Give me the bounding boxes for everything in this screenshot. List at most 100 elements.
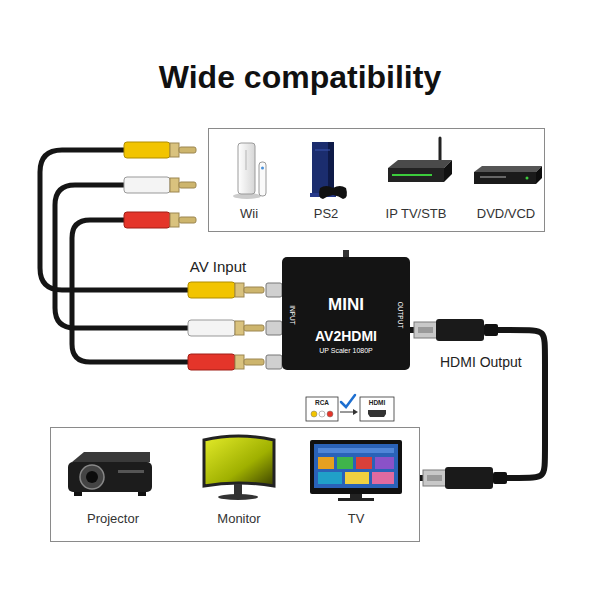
- rca-plug: [244, 359, 264, 365]
- hdmi-plug: [427, 475, 442, 481]
- tv-icon: [375, 457, 394, 469]
- rca-to-hdmi-icon: [311, 411, 317, 417]
- router-icon: [388, 138, 452, 182]
- rca-plug: [188, 282, 264, 298]
- port-caption: AV Input: [190, 259, 246, 275]
- wii-icon: [261, 167, 264, 170]
- hdmi-plug: [493, 472, 507, 484]
- device-label: Wii: [240, 207, 258, 221]
- hdmi-plug: [414, 322, 437, 338]
- rca-plug: [179, 147, 196, 153]
- rca-to-hdmi-icon: [319, 411, 325, 417]
- tv-icon: [337, 457, 353, 469]
- ps2-icon: [319, 186, 347, 199]
- rca-plug: [124, 177, 196, 193]
- rca-cables: [40, 150, 190, 362]
- router-icon: [392, 174, 432, 176]
- rca-plug: [179, 217, 196, 223]
- device-label: TV: [348, 512, 365, 526]
- router-icon: [388, 160, 452, 168]
- rca-plug: [170, 143, 179, 157]
- monitor-icon: [218, 494, 258, 500]
- rca-jack: [266, 321, 282, 335]
- rca-to-hdmi-icon: [353, 409, 358, 415]
- router-icon: [444, 160, 452, 182]
- feature-text: UP Scaler 1080P: [319, 347, 373, 354]
- rca-plug: [179, 182, 196, 188]
- tv-icon: [310, 440, 402, 501]
- tv-icon: [338, 498, 374, 501]
- rca-plug: [124, 212, 170, 228]
- monitor-icon: [234, 484, 242, 495]
- rca-to-hdmi-icon: [327, 411, 333, 417]
- tv-icon: [356, 457, 372, 469]
- icon-label: HDMI: [369, 400, 386, 407]
- projector-icon: [138, 492, 146, 496]
- hdmi-plug: [436, 319, 484, 341]
- projector-icon: [118, 470, 144, 473]
- rca-cables: [72, 220, 190, 362]
- hdmi-plug: [445, 467, 493, 489]
- tv-icon: [310, 440, 402, 494]
- monitor-icon: [204, 436, 274, 500]
- icon-label: RCA: [315, 400, 329, 407]
- monitor-icon: [204, 436, 274, 486]
- rca-plug: [124, 142, 170, 158]
- rca-jack: [266, 283, 282, 297]
- projector-icon: [74, 492, 82, 496]
- router-icon: [388, 168, 444, 182]
- rca-plug: [170, 178, 179, 192]
- rca-plug: [235, 321, 244, 335]
- tv-icon: [350, 494, 362, 498]
- tv-icon: [345, 472, 369, 484]
- tv-icon: [318, 448, 394, 453]
- device-label: Monitor: [217, 512, 260, 526]
- device-label: Projector: [87, 512, 139, 526]
- rca-to-hdmi-icon: [341, 395, 355, 407]
- wii-icon: [238, 143, 255, 194]
- dvd-player-icon: [474, 166, 542, 172]
- tv-icon: [318, 457, 334, 469]
- rca-jack: [266, 355, 282, 369]
- tv-icon: [314, 444, 398, 488]
- port-caption: HDMI Output: [440, 355, 522, 370]
- hdmi-plug: [423, 467, 507, 489]
- projector-icon: [68, 452, 152, 496]
- wii-icon: [246, 150, 247, 170]
- hdmi-plug: [418, 327, 433, 333]
- rca-to-hdmi-icon: [368, 410, 386, 417]
- rca-plug: [235, 355, 244, 369]
- source-devices-panel: WiiPS2IP TV/STBDVD/VCD: [208, 128, 545, 232]
- rca-plug: [124, 142, 196, 158]
- brand-text: MINI: [328, 296, 364, 314]
- rca-plug: [124, 177, 170, 193]
- title: Wide compatibility: [159, 61, 441, 95]
- rca-plug: [188, 282, 235, 298]
- model-text: AV2HDMI: [315, 329, 377, 344]
- dvd-player-icon: [526, 177, 529, 180]
- tv-icon: [318, 472, 342, 484]
- rca-to-hdmi-icon: [306, 397, 338, 421]
- ps2-icon: [310, 142, 347, 199]
- rca-plug: [235, 283, 244, 297]
- projector-icon: [80, 465, 104, 489]
- rca-to-hdmi-icon: [306, 395, 394, 421]
- hdmi-cable: [410, 330, 545, 478]
- hdmi-plug: [414, 319, 498, 341]
- hdmi-plug: [423, 470, 446, 486]
- projector-icon: [68, 462, 152, 492]
- rca-plug: [124, 212, 196, 228]
- rca-to-hdmi-icon: [340, 412, 355, 413]
- converter-box: MINIAV2HDMIUP Scaler 1080PINPUTOUTPUT: [282, 257, 410, 370]
- tv-icon: [372, 472, 394, 484]
- wii-icon: [233, 143, 266, 199]
- dvd-player-icon: [536, 166, 542, 184]
- rca-plug: [188, 354, 235, 370]
- rca-to-hdmi-icon: [360, 397, 394, 421]
- rca-plug: [244, 325, 264, 331]
- display-devices-panel: Projector Monitor TV: [50, 427, 420, 542]
- rca-jack: [266, 283, 282, 369]
- projector-icon: [72, 452, 150, 462]
- rca-cables: [55, 185, 190, 328]
